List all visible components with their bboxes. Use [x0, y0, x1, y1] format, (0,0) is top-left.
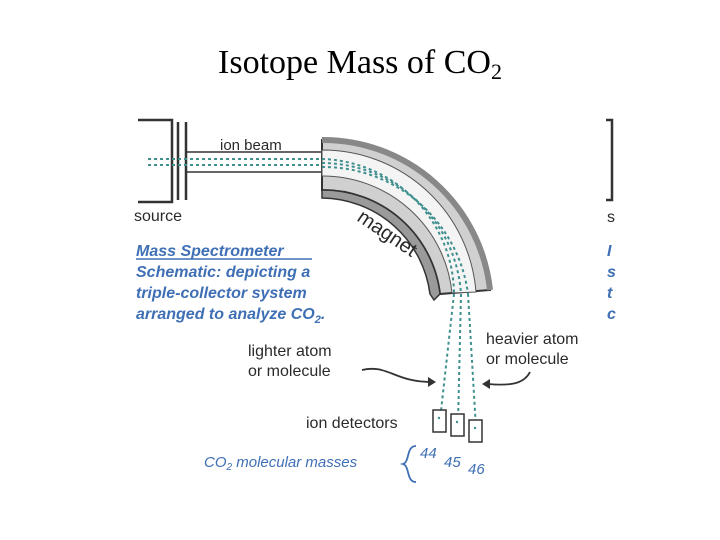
schematic-caption: Mass Spectrometer Schematic: depicting a… — [136, 243, 325, 326]
masses-label-prefix: CO — [204, 454, 227, 471]
caption-line-2: Schematic: depicting a — [136, 264, 310, 281]
ion-detectors-label: ion detectors — [306, 415, 398, 432]
masses-label: CO2 molecular masses — [204, 454, 358, 473]
source-label: source — [134, 208, 182, 225]
mass-value-46: 46 — [468, 461, 485, 478]
right-edge-letter-2: I — [607, 243, 612, 260]
detector-44 — [432, 409, 447, 433]
detector-46 — [468, 419, 483, 443]
masses-brace — [399, 445, 417, 483]
ion-beam-lines — [148, 158, 322, 166]
right-edge-letter-1: s — [607, 209, 615, 226]
heavier-label-line-2: or molecule — [486, 351, 569, 368]
caption-line-4-main: arranged to analyze CO — [136, 306, 315, 323]
magnet-pole — [321, 189, 441, 302]
masses-label-suffix: molecular masses — [232, 454, 358, 471]
magnet-rim — [321, 136, 493, 291]
masses-label-sub: 2 — [226, 462, 233, 473]
caption-line-1: Mass Spectrometer — [136, 243, 284, 260]
lighter-arrow — [361, 367, 433, 383]
source-box — [138, 118, 174, 204]
curved-beam-paths — [321, 158, 469, 295]
right-edge-letter-4: t — [607, 285, 613, 302]
detectors — [432, 409, 483, 443]
heavier-arrow — [487, 371, 531, 386]
caption-line-4-sub: 2 — [314, 314, 321, 326]
mass-value-45: 45 — [444, 454, 461, 471]
heavier-label-line-1: heavier atom — [486, 331, 579, 348]
separated-beams — [439, 293, 477, 429]
right-edge-box — [606, 118, 614, 202]
right-edge-letter-5: c — [607, 306, 616, 323]
heavier-arrowhead — [482, 379, 490, 389]
lighter-arrowhead — [428, 377, 436, 387]
accelerator-plates — [176, 122, 188, 200]
magnet-channel — [321, 149, 477, 294]
caption-line-4-end: . — [321, 306, 325, 323]
ion-beam-tube — [186, 151, 322, 173]
mass-value-44: 44 — [420, 445, 437, 462]
right-edge-fragment: s I s t c — [607, 209, 616, 323]
ion-beam-label: ion beam — [220, 137, 282, 154]
lighter-label-line-2: or molecule — [248, 363, 331, 380]
caption-line-3: triple-collector system — [136, 285, 307, 302]
right-edge-letter-3: s — [607, 264, 616, 281]
detector-45 — [450, 413, 465, 437]
lighter-label-line-1: lighter atom — [248, 343, 332, 360]
slide-title: Isotope Mass of CO2 — [0, 44, 720, 85]
caption-line-4: arranged to analyze CO2. — [136, 306, 325, 326]
slide-title-subscript: 2 — [490, 59, 502, 84]
slide-title-text: Isotope Mass of CO — [218, 44, 491, 81]
